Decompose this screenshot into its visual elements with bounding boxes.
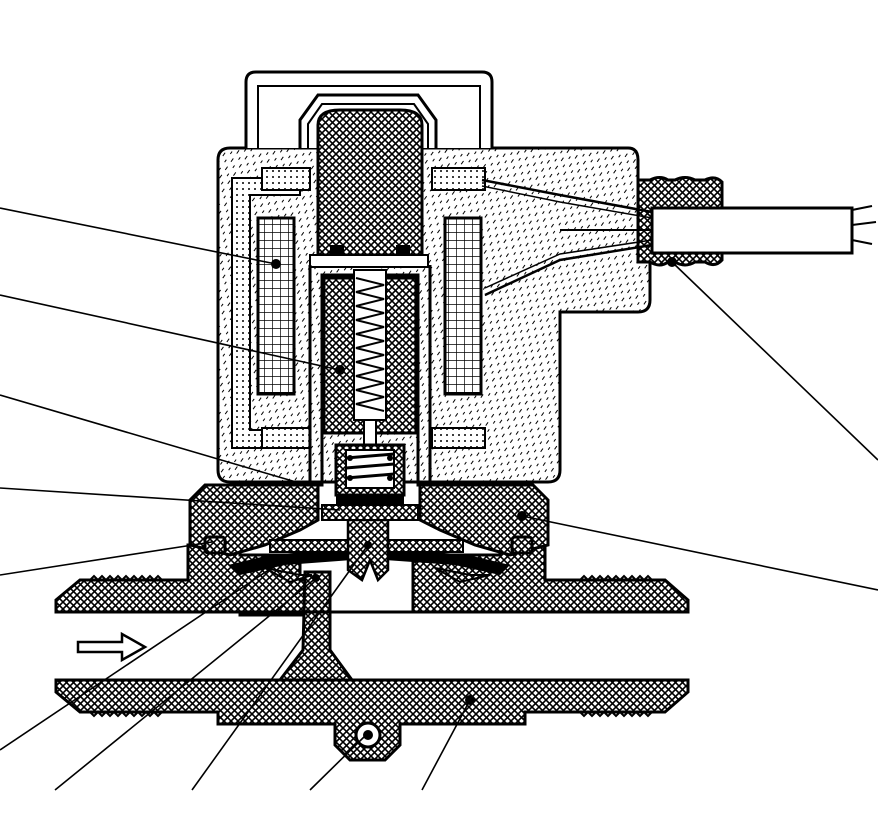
plunger-icon <box>321 269 419 521</box>
core-icon <box>316 108 424 265</box>
ring-icon <box>203 535 534 555</box>
leader-dots <box>271 257 677 705</box>
leader-lines <box>0 207 878 791</box>
mounting-hole-icon <box>354 721 382 749</box>
gland-icon <box>481 176 877 297</box>
arrow-right-icon <box>76 631 148 663</box>
diaphragm-icon <box>228 539 510 584</box>
coil-winding-icon <box>256 216 483 396</box>
orifice-icon <box>346 518 390 583</box>
